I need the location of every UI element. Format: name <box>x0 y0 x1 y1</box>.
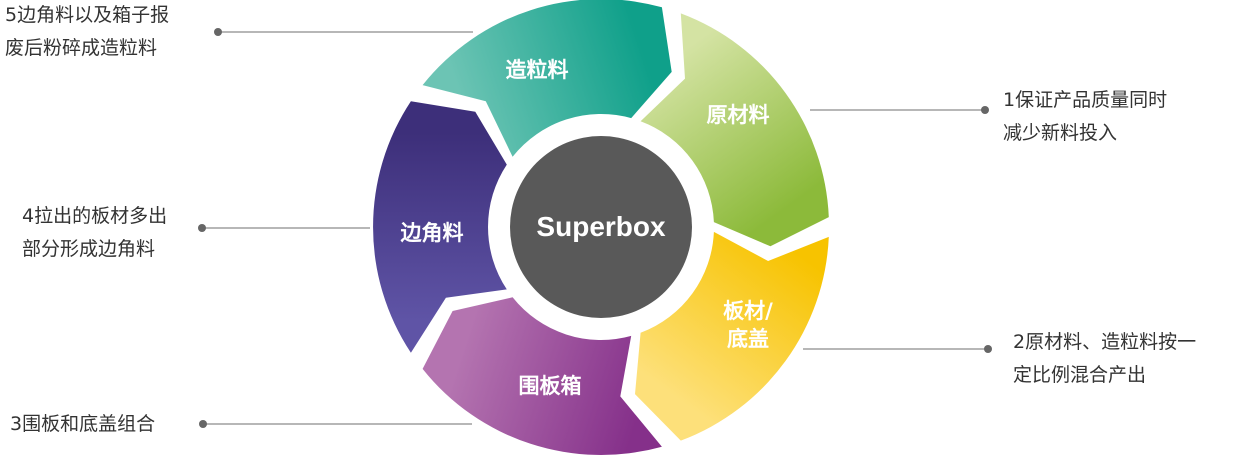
note-4-line2: 部分形成边角料 <box>22 238 156 260</box>
note-5: 5边角料以及箱子报 废后粉碎成造粒料 <box>5 0 169 65</box>
segment-label-sleeve-box: 围板箱 <box>518 374 582 398</box>
note-2: 2原材料、造粒料按一 定比例混合产出 <box>1013 326 1196 392</box>
segment-arrow-raw-material <box>640 13 829 247</box>
note-1-line2: 减少新料投入 <box>1003 122 1118 144</box>
connector-dot-3 <box>199 420 207 428</box>
segment-label-granules: 造粒料 <box>505 58 569 82</box>
connector-dot-1 <box>981 106 989 114</box>
segment-arrow-granules <box>422 0 672 157</box>
segment-label-raw-material: 原材料 <box>706 103 770 127</box>
connector-dot-4 <box>198 224 206 232</box>
center-circle <box>510 136 692 318</box>
note-5-line2: 废后粉碎成造粒料 <box>5 37 158 59</box>
note-4: 4拉出的板材多出 部分形成边角料 <box>22 200 167 266</box>
segment-arrow-scrap <box>373 101 507 353</box>
note-2-line1: 2原材料、造粒料按一 <box>1013 331 1197 353</box>
segment-label-board-lid: 板材/ 底盖 <box>723 299 773 351</box>
center-label: Superbox <box>536 211 666 242</box>
segment-arrow-board-lid <box>635 231 829 441</box>
segment-arrow-sleeve-box <box>422 297 662 455</box>
note-5-line1: 5边角料以及箱子报 <box>5 4 170 26</box>
connector-dot-2 <box>984 345 992 353</box>
note-1-line1: 1保证产品质量同时 <box>1003 89 1168 111</box>
segment-label-scrap: 边角料 <box>400 221 464 245</box>
note-3-line1: 3围板和底盖组合 <box>10 413 156 435</box>
note-1: 1保证产品质量同时 减少新料投入 <box>1003 84 1167 150</box>
connector-dot-5 <box>214 28 222 36</box>
note-3: 3围板和底盖组合 <box>10 408 155 441</box>
note-2-line2: 定比例混合产出 <box>1013 364 1147 386</box>
note-4-line1: 4拉出的板材多出 <box>22 205 168 227</box>
